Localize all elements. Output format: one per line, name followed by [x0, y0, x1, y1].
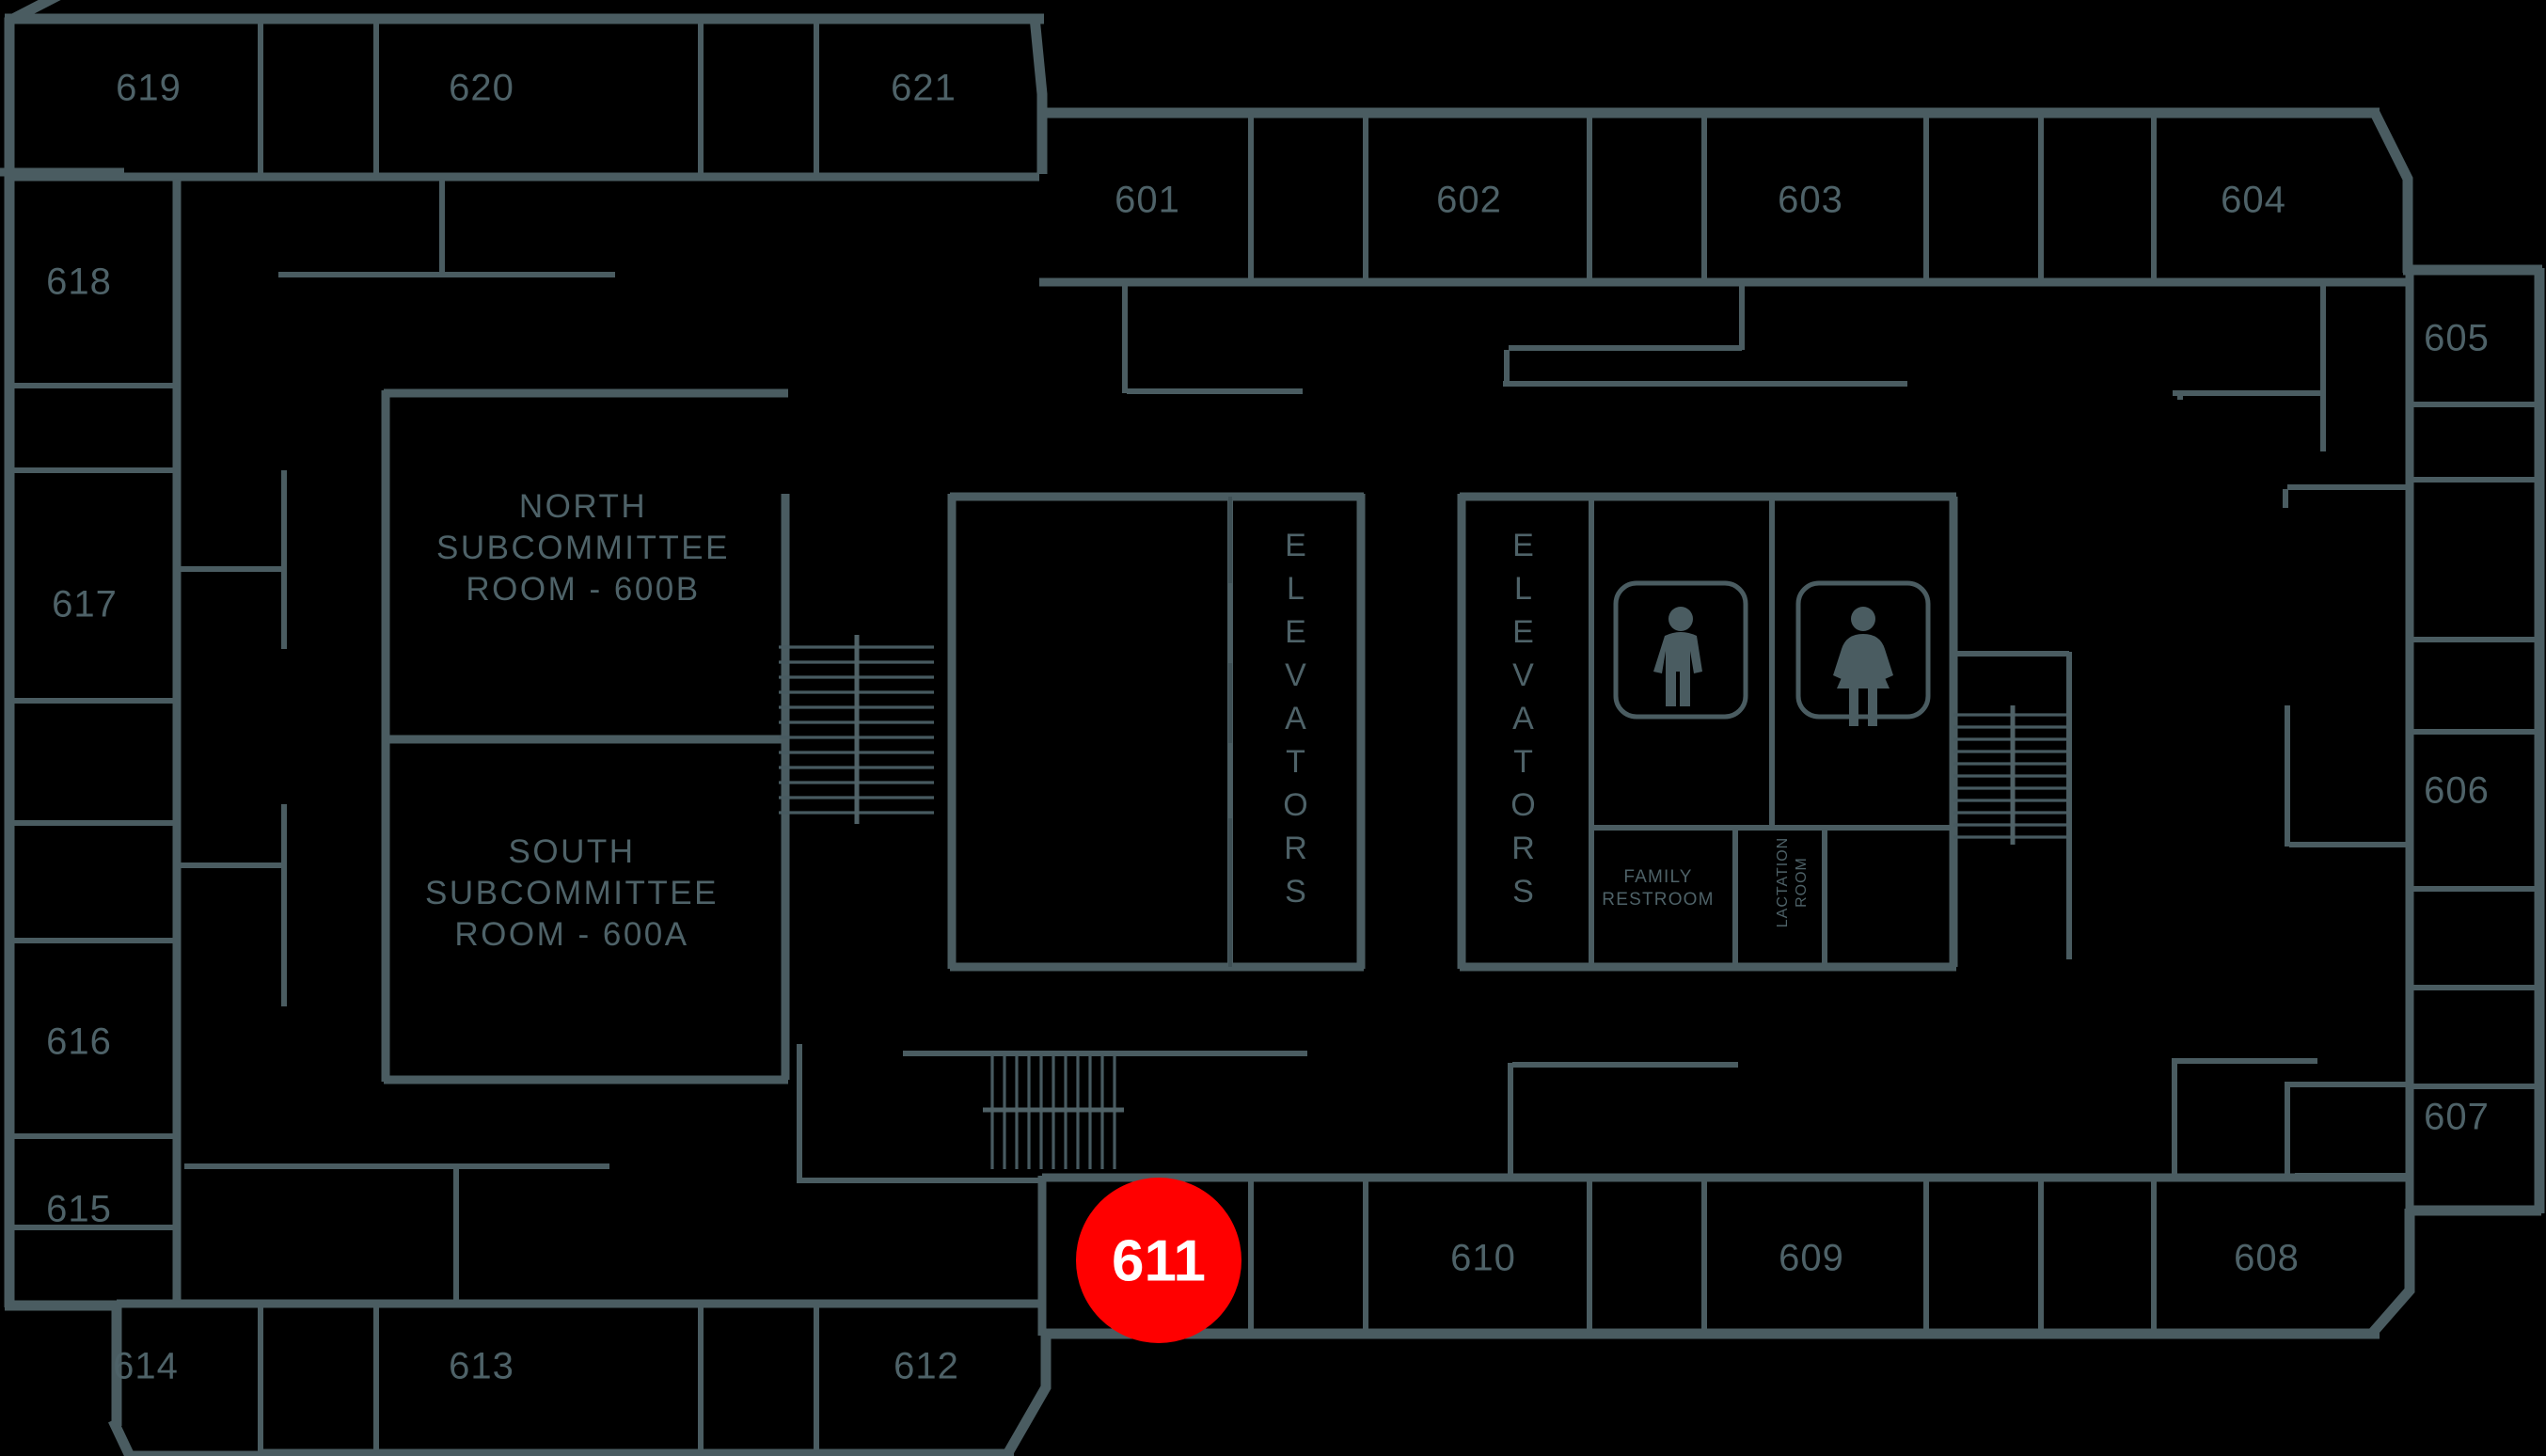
- svg-text:R: R: [1511, 831, 1536, 866]
- rooms-west-wing: [9, 177, 182, 1306]
- room-number-608: 608: [2234, 1238, 2300, 1279]
- svg-text:L: L: [1514, 571, 1533, 607]
- highlight-marker-611[interactable]: 611: [1076, 1178, 1241, 1343]
- highlight-circle[interactable]: [1076, 1178, 1241, 1343]
- svg-text:T: T: [1286, 744, 1306, 780]
- svg-text:S: S: [1512, 874, 1535, 910]
- room-number-614: 614: [113, 1346, 179, 1387]
- central-core-east: [1457, 492, 1958, 972]
- svg-text:T: T: [1513, 744, 1534, 780]
- room-number-603: 603: [1778, 180, 1843, 221]
- room-number-601: 601: [1115, 180, 1180, 221]
- room-number-609: 609: [1779, 1238, 1844, 1279]
- svg-text:E: E: [1512, 614, 1535, 650]
- central-core-west: [947, 492, 1366, 972]
- svg-text:A: A: [1512, 701, 1535, 736]
- room-number-613: 613: [449, 1346, 514, 1387]
- svg-text:L: L: [1287, 571, 1305, 607]
- svg-text:E: E: [1285, 614, 1307, 650]
- room-number-607: 607: [2424, 1097, 2490, 1138]
- highlight-room-number: 611: [1112, 1228, 1206, 1293]
- room-number-618: 618: [46, 261, 112, 303]
- room-number-615: 615: [46, 1189, 112, 1230]
- rooms-north-wing-west: [11, 21, 1039, 182]
- rooms-south-wing-west: [117, 1299, 1046, 1456]
- stair-center-south: [983, 1055, 1124, 1169]
- rooms-north-wing-east: [1039, 115, 2410, 287]
- rooms-east-wing: [2405, 273, 2539, 1213]
- svg-text:V: V: [1285, 657, 1307, 693]
- room-number-606: 606: [2424, 770, 2490, 812]
- room-number-605: 605: [2424, 318, 2490, 359]
- room-number-604: 604: [2221, 180, 2286, 221]
- room-number-619: 619: [116, 68, 182, 109]
- male-figure-icon: [1653, 607, 1702, 706]
- svg-text:O: O: [1510, 787, 1536, 823]
- stair-east: [1953, 651, 2072, 959]
- room-number-616: 616: [46, 1021, 112, 1063]
- svg-text:O: O: [1283, 787, 1308, 823]
- svg-text:E: E: [1512, 528, 1535, 563]
- room-number-617: 617: [52, 584, 118, 625]
- svg-text:A: A: [1285, 701, 1307, 736]
- room-number-602: 602: [1436, 180, 1502, 221]
- stair-northwest: [779, 635, 934, 824]
- female-figure-icon: [1833, 607, 1893, 726]
- corridor-partitions: [179, 179, 2410, 1304]
- rooms-south-wing-east: [1037, 1173, 2410, 1336]
- room-number-620: 620: [449, 68, 514, 109]
- svg-text:S: S: [1285, 874, 1307, 910]
- svg-text:R: R: [1284, 831, 1308, 866]
- womens-restroom-sign: [1795, 580, 1931, 726]
- svg-text:V: V: [1512, 657, 1535, 693]
- svg-text:E: E: [1285, 528, 1307, 563]
- subcommittee-rooms-block: [381, 388, 790, 1084]
- label-layer: 619 620 621 601 602 603 604 605 606 607 608 609 610 6…: [46, 68, 2490, 1387]
- room-number-610: 610: [1450, 1238, 1516, 1279]
- room-number-612: 612: [893, 1346, 959, 1387]
- mens-restroom-sign: [1613, 580, 1748, 720]
- room-number-621: 621: [891, 68, 957, 109]
